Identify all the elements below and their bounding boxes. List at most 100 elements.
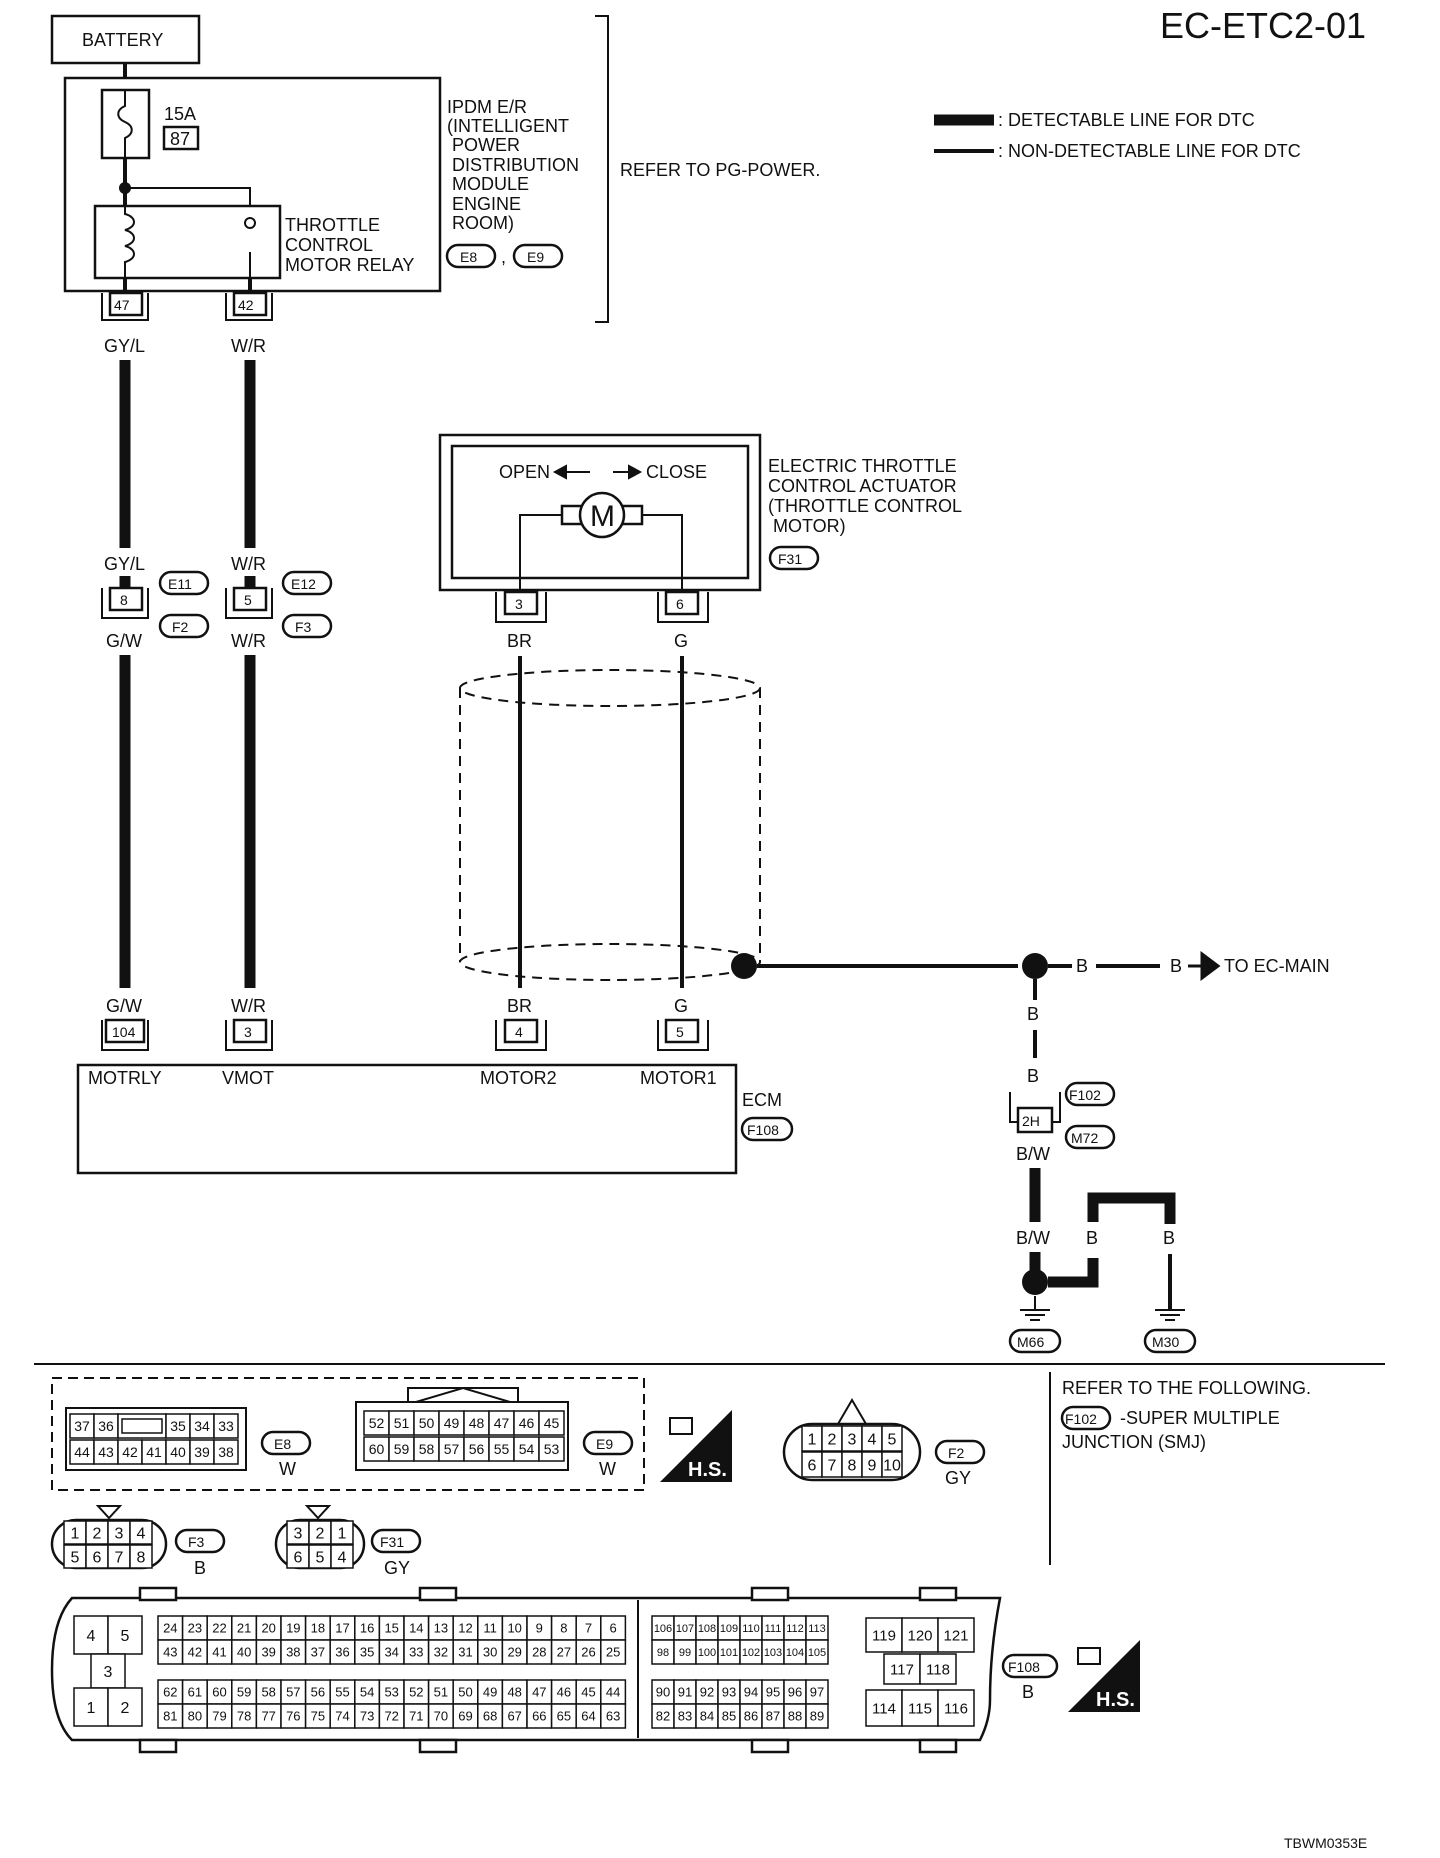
pin-number: 13 xyxy=(434,1621,448,1636)
pin-number: 69 xyxy=(458,1709,472,1724)
pin-number: 35 xyxy=(170,1418,186,1434)
pin-number: 48 xyxy=(507,1685,521,1700)
pin-number: 82 xyxy=(656,1709,670,1724)
pin-number: 78 xyxy=(237,1709,251,1724)
wire-b-down-1: B xyxy=(1027,1004,1039,1024)
pin-number: 115 xyxy=(908,1700,932,1717)
hs-label: H.S. xyxy=(688,1459,727,1481)
conn-f3: F3 xyxy=(295,619,312,635)
pin-act-3: 3 xyxy=(515,596,523,612)
pin-cell xyxy=(438,1410,465,1436)
pin-number: 42 xyxy=(122,1444,138,1460)
pin-number: 1 xyxy=(338,1525,347,1542)
pin-cell xyxy=(141,1439,167,1465)
arrow-to-ec-main-icon xyxy=(1188,951,1221,981)
pin-number: 108 xyxy=(698,1623,716,1635)
pin-cell xyxy=(354,1703,381,1729)
pin-number: 34 xyxy=(384,1645,398,1660)
wire-br-bottom: BR xyxy=(507,996,532,1016)
pin-number: 71 xyxy=(409,1709,423,1724)
pin-number: 2 xyxy=(316,1525,325,1542)
f108-id: F108 xyxy=(1008,1659,1040,1675)
shield-bottom xyxy=(459,943,761,981)
pin-number: 94 xyxy=(744,1685,758,1700)
pin-number: 76 xyxy=(286,1709,300,1724)
hs-icon: H.S. xyxy=(1068,1640,1140,1712)
pin-number: 119 xyxy=(872,1627,896,1644)
pin-number: 66 xyxy=(532,1709,546,1724)
pin-number: 47 xyxy=(532,1685,546,1700)
pin-number: 58 xyxy=(419,1441,435,1457)
ecm-motrly: MOTRLY xyxy=(88,1068,162,1088)
pin-number: 37 xyxy=(311,1645,325,1660)
f2-color: GY xyxy=(945,1468,971,1488)
pin-number: 12 xyxy=(458,1621,472,1636)
pin-number: 54 xyxy=(360,1685,374,1700)
ecm-vmot: VMOT xyxy=(222,1068,274,1088)
pin-cell xyxy=(501,1679,528,1705)
ground-node xyxy=(1022,1269,1048,1295)
pin-number: 36 xyxy=(335,1645,349,1660)
pin-cell xyxy=(378,1679,405,1705)
pin-number: 57 xyxy=(444,1441,460,1457)
pin-cell xyxy=(255,1679,282,1705)
actuator-conn: F31 xyxy=(778,551,802,567)
pin-number: 29 xyxy=(507,1645,521,1660)
relay-box xyxy=(93,204,282,280)
pin-number: 102 xyxy=(742,1647,760,1659)
pin-cell xyxy=(501,1703,528,1729)
pin-number: 8 xyxy=(137,1549,146,1566)
pin-cell xyxy=(600,1639,627,1665)
pin-cell xyxy=(378,1615,405,1641)
shield-top xyxy=(459,669,761,707)
pin-cell xyxy=(538,1436,565,1462)
pin-cell xyxy=(93,1439,119,1465)
pin-cell xyxy=(388,1410,415,1436)
pin-number: 39 xyxy=(261,1645,275,1660)
pin-number: 90 xyxy=(656,1685,670,1700)
pin-104: 104 xyxy=(112,1024,136,1040)
relay-label-1: THROTTLE xyxy=(285,215,380,235)
wire-gw-bottom: G/W xyxy=(106,996,142,1016)
pin-number: 31 xyxy=(458,1645,472,1660)
pin-number: 88 xyxy=(788,1709,802,1724)
pin-number: 52 xyxy=(409,1685,423,1700)
pin-number: 86 xyxy=(744,1709,758,1724)
pin-ecm-4: 4 xyxy=(515,1024,523,1040)
pin-number: 99 xyxy=(679,1647,691,1659)
pin-number: 15 xyxy=(384,1621,398,1636)
hs-icon: H.S. xyxy=(659,1409,733,1483)
pin-cell xyxy=(363,1410,390,1436)
fuse-number: 87 xyxy=(170,129,190,149)
pin-cell xyxy=(213,1413,239,1439)
pin-number: 85 xyxy=(722,1709,736,1724)
pin-number: 73 xyxy=(360,1709,374,1724)
wire-gw-mid: G/W xyxy=(106,631,142,651)
motor-icon xyxy=(578,491,626,539)
pin-number: 36 xyxy=(98,1418,114,1434)
pin-number: 4 xyxy=(868,1431,877,1448)
legend-non-detectable: : NON-DETECTABLE LINE FOR DTC xyxy=(998,141,1301,161)
actuator-label-2: CONTROL ACTUATOR xyxy=(768,476,957,496)
pin-cell xyxy=(165,1413,191,1439)
hs-label: H.S. xyxy=(1096,1689,1135,1711)
f31-id: F31 xyxy=(380,1534,404,1550)
pin-number: 3 xyxy=(104,1664,113,1681)
pin-cell xyxy=(413,1436,440,1462)
pin-cell xyxy=(438,1436,465,1462)
e8-id: E8 xyxy=(274,1436,291,1452)
motor-label: M xyxy=(590,500,615,533)
pin-cell xyxy=(73,1687,109,1727)
pin-cell xyxy=(865,1689,903,1727)
actuator-label-4: MOTOR) xyxy=(773,516,846,536)
shield-ground-node xyxy=(731,953,757,979)
refer-pg-power: REFER TO PG-POWER. xyxy=(620,160,820,180)
pin-number: 49 xyxy=(444,1415,460,1431)
pin-cell xyxy=(883,1653,921,1685)
pin-number: 111 xyxy=(765,1623,782,1635)
joint-conn-m72: M72 xyxy=(1071,1130,1098,1146)
wire-gyl-mid: GY/L xyxy=(104,554,145,574)
pin-cell xyxy=(329,1703,356,1729)
pin-number: 65 xyxy=(557,1709,571,1724)
